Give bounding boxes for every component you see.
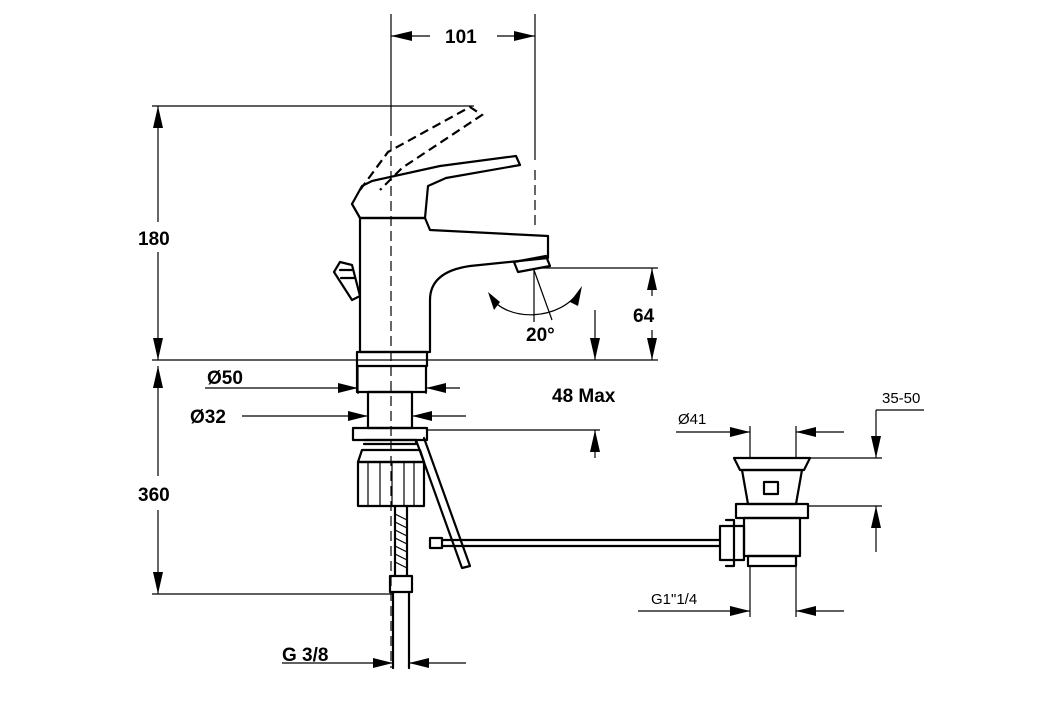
dim-drain-range-label: 35-50 xyxy=(882,390,920,407)
dim-height: 180 xyxy=(138,105,474,360)
dim-base-dia: Ø50 xyxy=(205,366,460,394)
lever-handle xyxy=(350,154,522,220)
lever-handle-raised xyxy=(359,105,484,191)
dim-supply-thread-label: G 3/8 xyxy=(282,645,328,666)
mounting-shank xyxy=(351,390,429,508)
dim-deck-thickness-label: 48 Max xyxy=(552,386,616,407)
dim-supply-length: 360 xyxy=(138,366,392,595)
linkage-rod xyxy=(428,536,722,550)
dim-supply-thread: G 3/8 xyxy=(282,645,466,668)
dim-drain-thread-label: G1"1/4 xyxy=(651,591,697,608)
dim-deck-thickness: 48 Max xyxy=(426,310,616,458)
dim-angle-label: 20° xyxy=(526,325,555,346)
popup-knob xyxy=(332,260,362,302)
drain-assembly xyxy=(718,456,812,568)
dim-reach: 101 xyxy=(391,27,535,48)
dim-supply-length-label: 360 xyxy=(138,485,170,506)
dim-drain-dia: Ø41 xyxy=(676,411,844,458)
centerlines xyxy=(390,14,536,668)
dim-height-label: 180 xyxy=(138,229,170,250)
dim-drain-range: 35-50 xyxy=(808,390,924,552)
dim-base-dia-label: Ø50 xyxy=(207,368,243,389)
popup-rod xyxy=(414,436,472,570)
faucet-body xyxy=(355,216,552,394)
flex-hose xyxy=(388,504,414,670)
dim-drain-dia-label: Ø41 xyxy=(678,411,706,428)
dim-hole-dia: Ø32 xyxy=(190,407,466,428)
dim-hole-dia-label: Ø32 xyxy=(190,407,226,428)
dim-drain-thread: G1"1/4 xyxy=(638,566,844,617)
dim-reach-label: 101 xyxy=(445,27,477,48)
dim-spout-height-label: 64 xyxy=(633,306,655,327)
dim-angle: 20° xyxy=(488,269,582,346)
dim-spout-height: 64 xyxy=(540,267,658,360)
